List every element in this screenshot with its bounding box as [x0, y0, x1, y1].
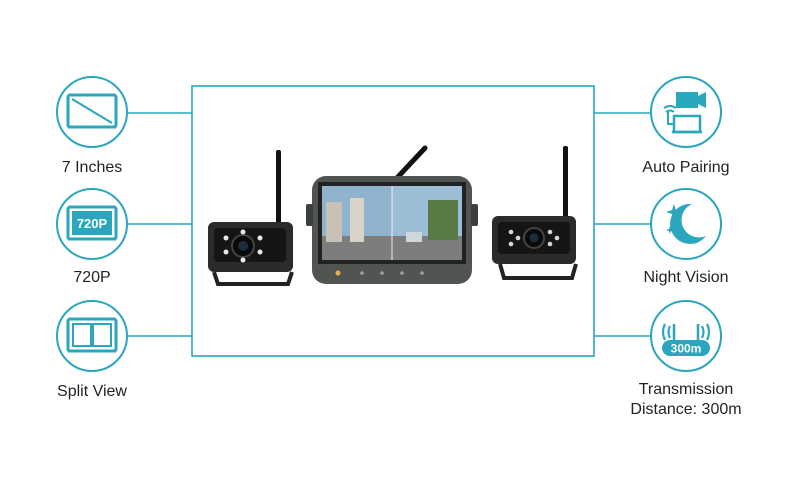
- feature-label-auto-pairing: Auto Pairing: [642, 159, 730, 176]
- product-frame: [191, 85, 595, 357]
- camera-monitor-pairing-icon: [663, 92, 706, 134]
- feature-label-transmission: Transmission Distance: 300m: [596, 380, 776, 420]
- monitor-illustration: [306, 145, 478, 284]
- feature-label-split-view: Split View: [57, 383, 127, 400]
- signal-range-icon: 300m: [661, 323, 711, 356]
- feature-label-night-vision: Night Vision: [643, 269, 729, 286]
- feature-label-transmission-line2: Distance: 300m: [630, 401, 742, 418]
- split-screen-icon: [66, 317, 118, 353]
- feature-label-7-inches: 7 Inches: [61, 159, 123, 176]
- feature-icon-720p: 720P: [56, 188, 128, 260]
- feature-icon-auto-pairing: [650, 76, 722, 148]
- monitor-icon: [66, 93, 118, 129]
- 720p-badge-text: 720P: [77, 216, 108, 231]
- feature-icon-night-vision: [650, 188, 722, 260]
- moon-stars-icon: [666, 203, 706, 244]
- left-camera-illustration: [208, 150, 294, 286]
- product-image: [208, 145, 578, 286]
- feature-label-720p: 720P: [73, 269, 111, 286]
- 300m-badge-text: 300m: [671, 342, 702, 356]
- feature-icon-split-view: [56, 300, 128, 372]
- feature-icon-7-inches: [56, 76, 128, 148]
- 720p-screen-icon: 720P: [66, 205, 118, 241]
- right-camera-illustration: [492, 146, 578, 280]
- feature-icon-transmission: 300m: [650, 300, 722, 372]
- feature-label-transmission-line1: Transmission: [638, 381, 734, 398]
